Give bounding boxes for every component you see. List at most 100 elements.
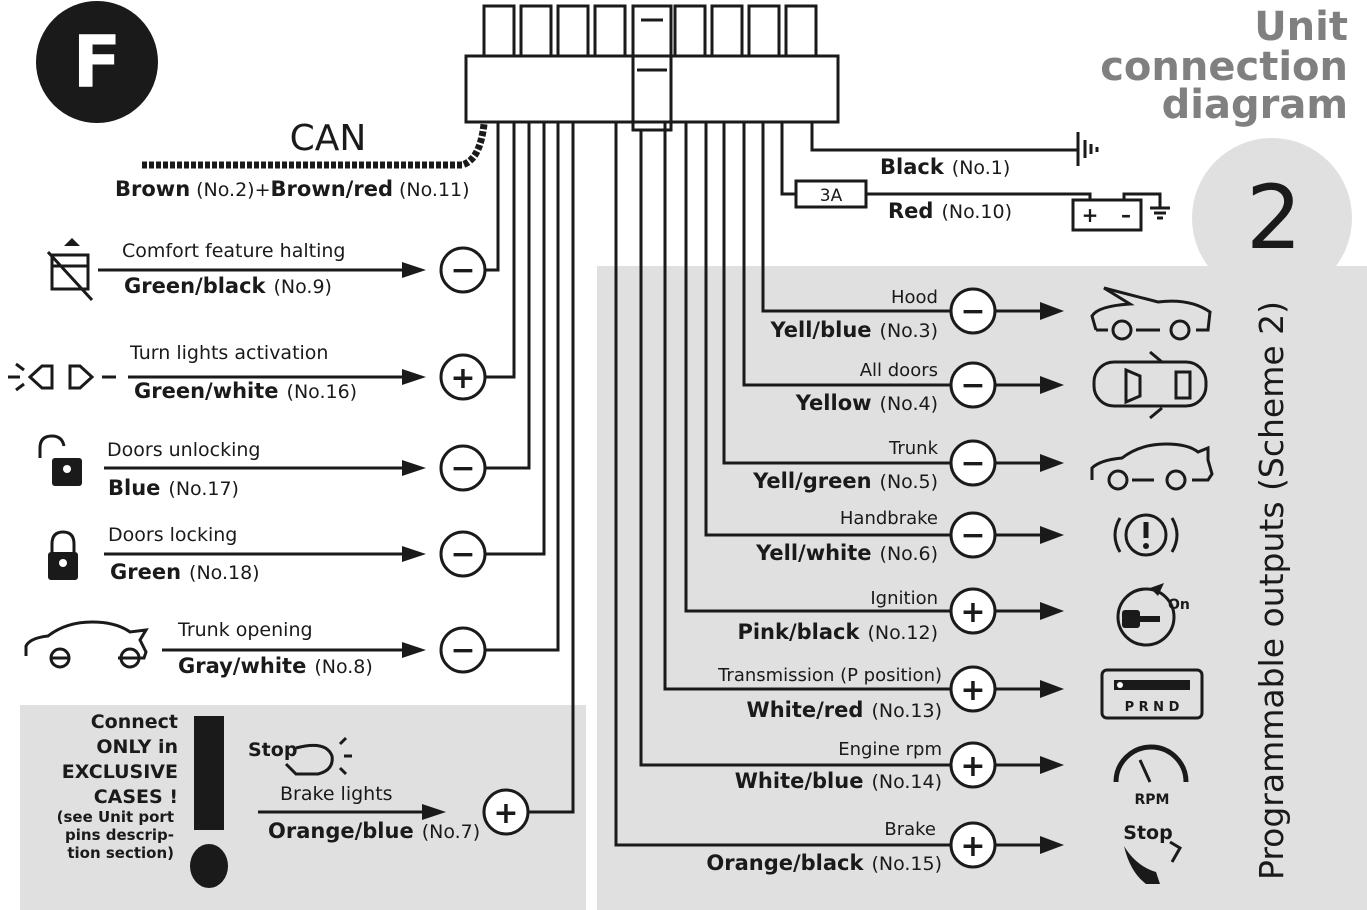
wire-label: Gray/white(No.8) xyxy=(178,654,373,678)
function-label: Trunk opening xyxy=(177,619,313,641)
battery-minus: – xyxy=(1121,203,1131,227)
gear-selector-icon xyxy=(1100,668,1204,720)
right-output-row: − Handbrake Yell/white(No.6) xyxy=(755,508,1064,565)
polarity-sign: − xyxy=(450,253,475,288)
svg-text:Connect: Connect xyxy=(91,711,178,733)
wire-green-black xyxy=(484,122,500,272)
wire-label: Orange/black(No.15) xyxy=(706,851,942,875)
polarity-sign: − xyxy=(450,633,475,668)
right-output-row: − Trunk Yell/green(No.5) xyxy=(752,438,1064,493)
wire-label: White/red(No.13) xyxy=(747,698,942,722)
car-doors-icon xyxy=(1092,350,1208,420)
function-label: All doors xyxy=(860,360,938,381)
function-label: Doors locking xyxy=(108,524,237,546)
right-output-row: + Transmission (P position) White/red(No… xyxy=(717,665,1064,722)
right-output-row: − Hood Yell/blue(No.3) xyxy=(770,287,1064,342)
wire-label: Pink/black(No.12) xyxy=(737,620,938,644)
fuse-icon xyxy=(794,179,868,209)
wire-orange-black xyxy=(614,122,950,847)
wire-blue xyxy=(486,122,531,470)
wire-label: Yell/blue(No.3) xyxy=(770,318,938,342)
brake-lights-row: + Brake lights Orange/blue(No.7) xyxy=(258,783,530,843)
function-label: Hood xyxy=(891,287,938,308)
left-output-row: + Turn lights activation Green/white(No.… xyxy=(128,342,487,403)
window-closing-icon xyxy=(46,238,94,302)
polarity-sign: − xyxy=(960,518,985,553)
locked-padlock-icon xyxy=(48,530,78,580)
title-line-2: connection xyxy=(1100,44,1348,90)
function-label: Brake xyxy=(884,819,936,840)
wire-yell-white xyxy=(704,122,950,537)
function-label: Turn lights activation xyxy=(129,342,328,364)
car-trunk-icon xyxy=(1090,442,1214,491)
left-output-row: − Doors locking Green(No.18) xyxy=(104,524,487,584)
brake-stop-label: Stop xyxy=(1123,822,1172,844)
polarity-sign: − xyxy=(450,537,475,572)
fuse-rating: 3A xyxy=(820,186,843,206)
function-label: Engine rpm xyxy=(838,739,942,760)
left-output-row: − Doors unlocking Blue(No.17) xyxy=(104,439,487,500)
wire-yellow xyxy=(742,122,950,387)
car-trunk-open-icon xyxy=(24,620,149,669)
polarity-sign: − xyxy=(960,294,985,329)
wire-yell-blue xyxy=(761,122,950,313)
function-label: Brake lights xyxy=(280,783,393,805)
wire-green xyxy=(486,122,546,556)
wire-label: White/blue(No.14) xyxy=(735,769,942,793)
svg-text:ONLY in: ONLY in xyxy=(96,736,178,758)
battery-icon xyxy=(1071,198,1143,232)
polarity-sign: − xyxy=(960,446,985,481)
stop-label: Stop xyxy=(248,739,297,761)
car-hood-icon xyxy=(1090,286,1212,341)
scheme-number: 2 xyxy=(1246,166,1302,269)
polarity-sign: − xyxy=(960,368,985,403)
function-label: Doors unlocking xyxy=(107,439,260,461)
title-line-1: Unit xyxy=(1254,4,1348,50)
wire-yell-green xyxy=(722,122,950,465)
exclusive-warning-text: Connect ONLY in EXCLUSIVE CASES ! (see U… xyxy=(57,711,178,862)
turn-lights-icon xyxy=(8,362,116,392)
right-output-row: − All doors Yellow(No.4) xyxy=(795,360,1064,415)
wire-white-blue xyxy=(639,130,950,767)
right-output-row: + Brake Orange/black(No.15) xyxy=(706,819,1064,875)
svg-text:(see Unit port: (see Unit port xyxy=(57,808,174,826)
polarity-sign: + xyxy=(960,673,985,708)
tachometer-icon xyxy=(1113,744,1189,783)
svg-text:pins descrip-: pins descrip- xyxy=(65,826,174,844)
polarity-sign: + xyxy=(450,361,475,396)
brake-pedal-icon xyxy=(284,736,352,776)
svg-text:EXCLUSIVE: EXCLUSIVE xyxy=(62,761,178,783)
gear-selector-label: P R N D xyxy=(1125,700,1180,715)
programmable-outputs-label: Programmable outputs (Scheme 2) xyxy=(1252,301,1291,880)
function-label: Transmission (P position) xyxy=(717,665,942,686)
wire-label: Yell/green(No.5) xyxy=(752,469,938,493)
wire-green-white xyxy=(486,122,516,379)
ignition-on-label: On xyxy=(1168,597,1190,613)
wire-pink-black xyxy=(684,122,950,613)
handbrake-icon xyxy=(1113,513,1179,557)
wire-label: Blue(No.17) xyxy=(108,476,239,500)
polarity-sign: + xyxy=(960,595,985,630)
svg-text:tion section): tion section) xyxy=(67,844,174,862)
svg-text:CASES !: CASES ! xyxy=(94,786,178,808)
wire-white-red xyxy=(663,122,950,691)
left-output-row: − Trunk opening Gray/white(No.8) xyxy=(162,619,487,678)
unit-connector xyxy=(464,4,840,132)
can-wires-label: Brown(No.2)+Brown/red(No.11) xyxy=(115,177,470,201)
red-wire-label: Red(No.10) xyxy=(888,199,1012,223)
polarity-sign: + xyxy=(960,749,985,784)
polarity-sign: + xyxy=(960,829,985,864)
polarity-sign: + xyxy=(493,796,518,831)
can-label: CAN xyxy=(290,118,367,159)
tachometer-label: RPM xyxy=(1135,792,1170,808)
wire-label: Yellow(No.4) xyxy=(795,391,938,415)
function-label: Trunk xyxy=(888,438,939,459)
left-output-row: − Comfort feature halting Green/black(No… xyxy=(98,240,487,298)
wire-label: Green/black(No.9) xyxy=(124,274,332,298)
title-line-3: diagram xyxy=(1162,82,1348,128)
polarity-sign: − xyxy=(450,451,475,486)
function-label: Comfort feature halting xyxy=(122,240,345,262)
section-badge xyxy=(36,1,158,123)
function-label: Handbrake xyxy=(840,508,938,529)
